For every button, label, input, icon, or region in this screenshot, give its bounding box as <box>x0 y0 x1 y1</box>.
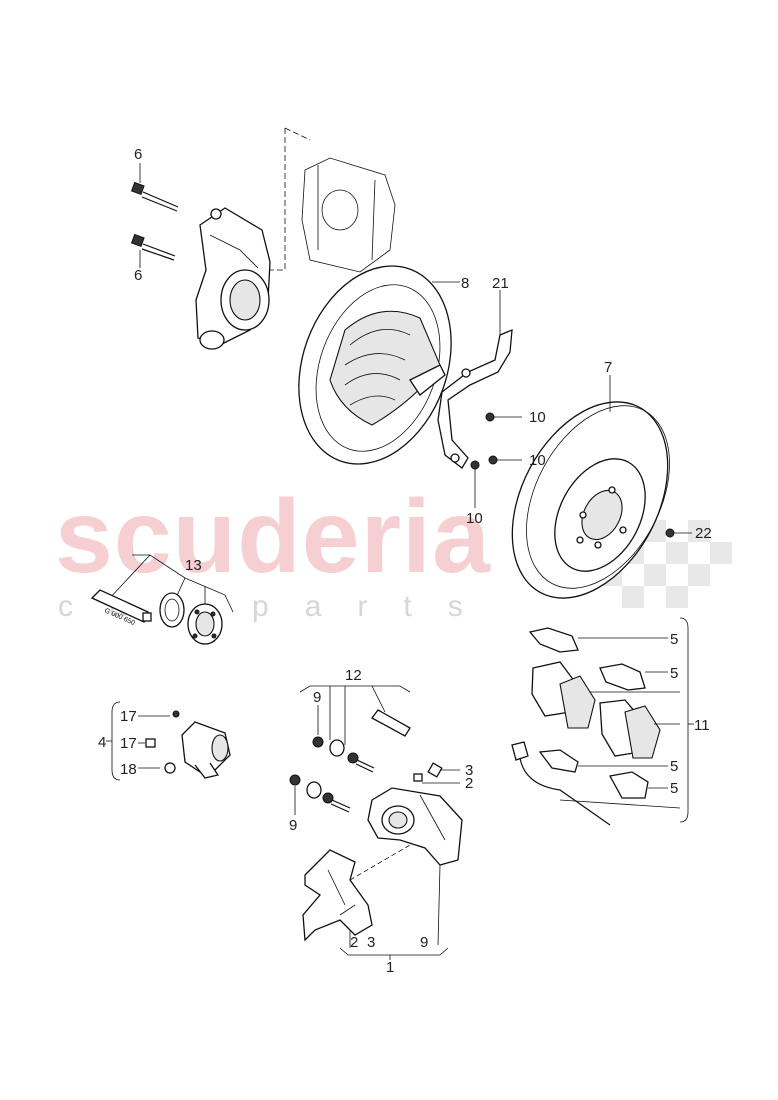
callout-9-bottom: 9 <box>420 934 429 951</box>
guide-bolt-a <box>347 752 375 773</box>
callout-2-right: 2 <box>465 775 474 792</box>
callout-9-upper: 9 <box>313 689 322 706</box>
guide-bolt-washer-a <box>312 736 324 748</box>
bolt-upper <box>130 181 179 212</box>
screw-10-a <box>485 412 495 422</box>
shield-bracket <box>437 328 513 469</box>
callout-13: 13 <box>185 557 202 574</box>
callout-6-lower: 6 <box>134 267 143 284</box>
callout-3-bottom: 3 <box>367 934 376 951</box>
callout-2-bottom: 2 <box>350 934 359 951</box>
screw-22 <box>665 528 675 538</box>
pad-spring-c <box>538 749 579 773</box>
screw-17-a <box>172 710 180 718</box>
brake-disc <box>511 401 670 599</box>
callout-4: 4 <box>98 734 107 751</box>
callout-5-b: 5 <box>670 665 679 682</box>
bleeder-cap <box>413 773 423 782</box>
wheel-bearing-housing <box>195 207 271 350</box>
callout-18: 18 <box>120 761 137 778</box>
wheel-bearing <box>187 603 223 645</box>
callout-1: 1 <box>386 959 395 976</box>
callout-5-d: 5 <box>670 780 679 797</box>
brake-splash-shield <box>298 265 452 465</box>
screw-10-b <box>488 455 498 465</box>
callout-6-upper: 6 <box>134 146 143 163</box>
callout-5-c: 5 <box>670 758 679 775</box>
grease-sachet <box>371 709 411 737</box>
brake-caliper <box>367 787 463 866</box>
parking-brake-motor <box>181 721 231 779</box>
callout-3-right: 3 <box>465 762 474 779</box>
callout-5-a: 5 <box>670 631 679 648</box>
guide-bolt-b <box>322 792 351 813</box>
callout-7: 7 <box>604 359 613 376</box>
callout-10-a: 10 <box>529 409 546 426</box>
seal-ring <box>159 592 185 628</box>
callout-21: 21 <box>492 275 509 292</box>
watermark-brand: scuderia <box>55 479 491 595</box>
wear-sensor <box>511 741 611 826</box>
o-ring-18 <box>164 762 176 774</box>
pad-spring-b <box>599 663 646 691</box>
pad-spring-d <box>608 771 649 799</box>
brake-pad-outer <box>599 699 661 759</box>
callout-12: 12 <box>345 667 362 684</box>
callout-10-b: 10 <box>529 452 546 469</box>
guide-sleeve-b <box>306 781 322 799</box>
callout-8: 8 <box>461 275 470 292</box>
guide-bolt-washer-b <box>289 774 301 786</box>
callout-11: 11 <box>694 717 710 734</box>
upper-caliper-outline <box>301 157 396 273</box>
brake-pad-inner <box>531 661 596 729</box>
callout-17-a: 17 <box>120 708 137 725</box>
callout-17-b: 17 <box>120 735 137 752</box>
callout-9-left: 9 <box>289 817 298 834</box>
screw-10-c <box>470 460 480 470</box>
callout-10-c: 10 <box>466 510 483 527</box>
screw-17-b <box>145 738 156 748</box>
pad-spring-a <box>528 627 579 653</box>
caliper-carrier <box>302 849 373 942</box>
grease-tube <box>90 589 152 623</box>
guide-sleeve-a <box>329 739 345 757</box>
bolt-lower <box>130 233 176 261</box>
bleeder-valve <box>427 762 443 778</box>
callout-22: 22 <box>695 525 712 542</box>
